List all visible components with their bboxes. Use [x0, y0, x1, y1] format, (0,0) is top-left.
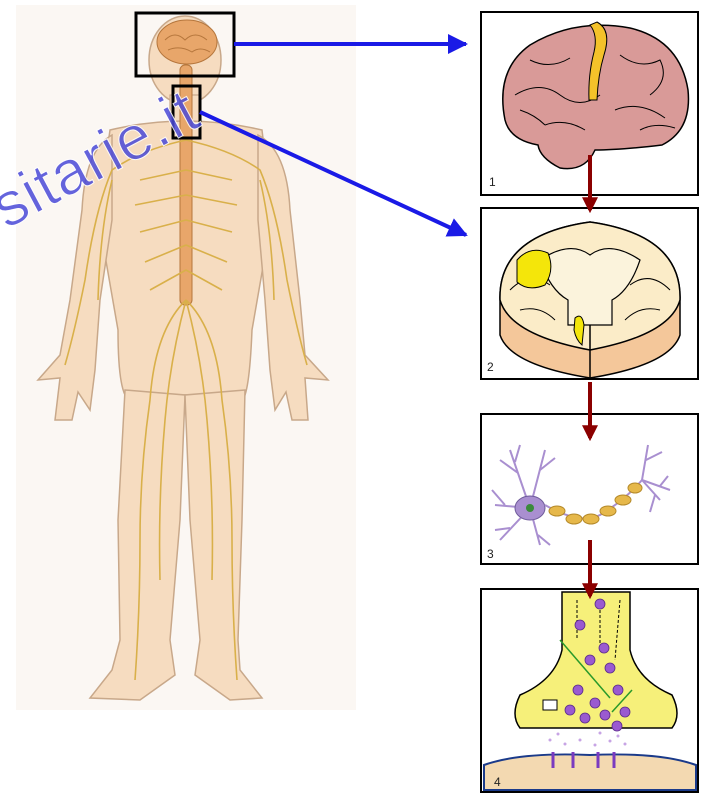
panel-number-4: 4: [494, 775, 501, 789]
spinal-tract-highlight: [517, 250, 551, 288]
panel-spinal-cord: 2: [481, 208, 698, 379]
panel-number-3: 3: [487, 547, 494, 561]
panel-synapse: 4: [481, 589, 698, 792]
panel-number-1: 1: [489, 175, 496, 189]
panel-number-2: 2: [487, 360, 494, 374]
